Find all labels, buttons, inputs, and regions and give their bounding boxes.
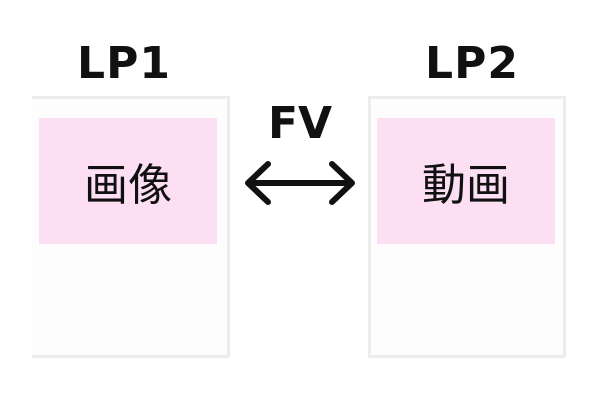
fv-label: FV <box>267 98 333 149</box>
double-arrow-icon <box>245 161 355 205</box>
lp2-title: LP2 <box>425 38 519 89</box>
lp1-title: LP1 <box>77 38 171 89</box>
lp2-first-view-block: 動画 <box>377 118 555 244</box>
lp1-first-view-block: 画像 <box>39 118 217 244</box>
lp1-first-view-label: 画像 <box>84 160 172 211</box>
lp2-first-view-label: 動画 <box>422 160 510 211</box>
